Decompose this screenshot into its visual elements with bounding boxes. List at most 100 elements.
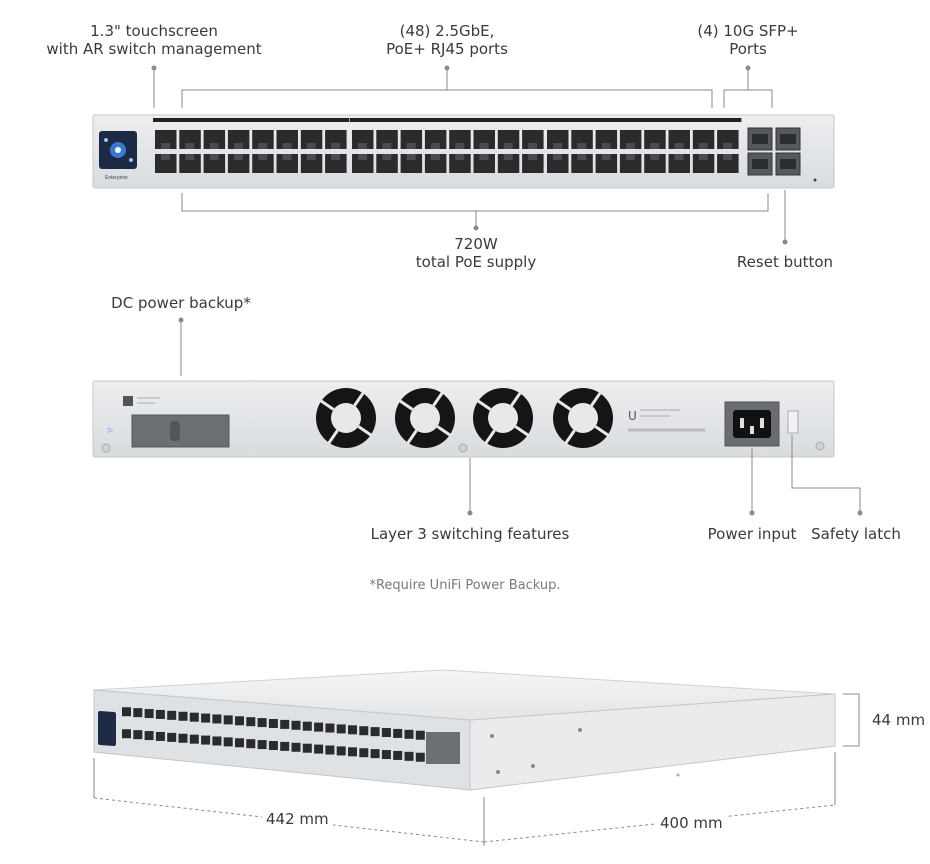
rj45-port-3d: [336, 724, 346, 734]
rj45-port: [276, 130, 298, 149]
rj45-port: [252, 154, 274, 173]
rj45-port: [400, 130, 423, 149]
footnote: *Require UniFi Power Backup.: [369, 578, 561, 593]
sfp-label: (4) 10G SFP+ Ports: [697, 22, 798, 58]
rj45-port: [497, 154, 520, 173]
rj45-port: [325, 130, 347, 149]
poe-label-line2: total PoE supply: [415, 253, 537, 271]
rj45-port: [522, 154, 544, 173]
rj45-port-3d: [370, 727, 380, 737]
sfp-label-line1: (4) 10G SFP+: [697, 22, 799, 40]
rj45-port-3d: [223, 715, 233, 725]
rj45-port-3d: [235, 716, 244, 726]
rj45-port-3d: [325, 723, 335, 733]
dc-backup-label: DC power backup*: [111, 294, 251, 312]
rj45-port-3d: [393, 750, 403, 760]
rj45-port: [522, 130, 544, 149]
rear-callouts: [178, 317, 863, 516]
rj45-port: [227, 154, 250, 173]
front-panel: Enterprise: [92, 114, 835, 189]
rj45-port-3d: [381, 728, 391, 738]
rj45-port: [692, 154, 715, 173]
poe-label-line1: 720W: [454, 235, 498, 253]
reset-button: [813, 178, 817, 182]
cooling-fans: [316, 388, 613, 448]
height-dimension: 44 mm: [868, 711, 930, 729]
rj45-port-3d: [189, 734, 199, 744]
rj45-port-3d: [201, 713, 211, 723]
rj45-port-3d: [381, 750, 391, 760]
rj45-port-3d: [257, 740, 267, 750]
sfp-label-line2: Ports: [729, 40, 767, 58]
rj45-port-3d: [133, 708, 143, 718]
reset-button-label: Reset button: [736, 253, 834, 271]
rj45-port-3d: [155, 709, 165, 719]
rj45-label-line2: PoE+ RJ45 ports: [386, 40, 508, 58]
rj45-port: [449, 130, 471, 149]
rj45-label-line1: (48) 2.5GbE,: [399, 22, 495, 40]
rj45-port: [203, 130, 226, 149]
poe-label: 720W total PoE supply: [416, 235, 536, 271]
rj45-port: [668, 130, 690, 149]
touchscreen-label-line1: 1.3" touchscreen: [90, 22, 218, 40]
rj45-port: [644, 154, 666, 173]
rj45-port: [352, 154, 374, 173]
rj45-port-3d: [325, 745, 335, 755]
rj45-port-3d: [178, 733, 188, 743]
rj45-port-3d: [404, 729, 414, 739]
rj45-port: [203, 154, 226, 173]
rj45-ports-3d: [122, 707, 425, 762]
front-callouts: [151, 65, 788, 245]
rj45-port-3d: [302, 721, 312, 731]
rj45-port: [644, 130, 666, 149]
width-dimension: 442 mm: [262, 810, 333, 828]
rj45-port: [619, 130, 642, 149]
fan-icon: [553, 388, 613, 448]
layer3-label: Layer 3 switching features: [370, 525, 570, 543]
touchscreen-display: [99, 131, 137, 169]
sfp-port-grid: [747, 127, 801, 176]
rj45-port: [400, 154, 423, 173]
rj45-port-3d: [155, 731, 165, 741]
rj45-port: [376, 130, 398, 149]
rj45-port-3d: [212, 736, 222, 746]
rj45-port: [449, 154, 471, 173]
power-input-socket: [724, 401, 780, 447]
power-input-label: Power input: [707, 525, 797, 543]
rj45-port: [668, 154, 690, 173]
depth-dimension: 400 mm: [656, 814, 727, 832]
rj45-port-3d: [144, 731, 154, 741]
rj45-port: [595, 130, 618, 149]
rj45-port-3d: [280, 719, 290, 729]
touchscreen-label-line2: with AR switch management: [46, 40, 262, 58]
rj45-port: [300, 130, 323, 149]
rj45-port: [155, 130, 177, 149]
rj45-port-3d: [167, 732, 177, 742]
rj45-port: [252, 130, 274, 149]
rj45-port: [179, 154, 201, 173]
sfp-ports-3d: [426, 732, 460, 764]
fan-icon: [473, 388, 533, 448]
rj45-port-3d: [393, 728, 403, 738]
brand-logo-text: Enterprise: [105, 175, 128, 181]
rj45-port-3d: [415, 730, 425, 740]
isometric-view: [93, 669, 836, 791]
rj45-port-3d: [257, 718, 267, 728]
rj45-port-3d: [167, 710, 177, 720]
rj45-port-3d: [314, 722, 324, 732]
rj45-port-3d: [314, 744, 324, 754]
rj45-port: [155, 154, 177, 173]
rj45-port-3d: [122, 729, 131, 739]
ubiquiti-logo-icon: U: [628, 409, 637, 423]
rj45-port-3d: [348, 747, 357, 757]
rj45-port: [717, 154, 739, 173]
rj45-port: [179, 130, 201, 149]
rj45-port-3d: [246, 717, 256, 727]
rj45-port-3d: [178, 711, 188, 721]
rj45-port-3d: [223, 737, 233, 747]
rj45-port-3d: [268, 740, 278, 750]
rj45-port: [473, 130, 495, 149]
rj45-port: [571, 154, 593, 173]
rj45-port-3d: [291, 742, 301, 752]
